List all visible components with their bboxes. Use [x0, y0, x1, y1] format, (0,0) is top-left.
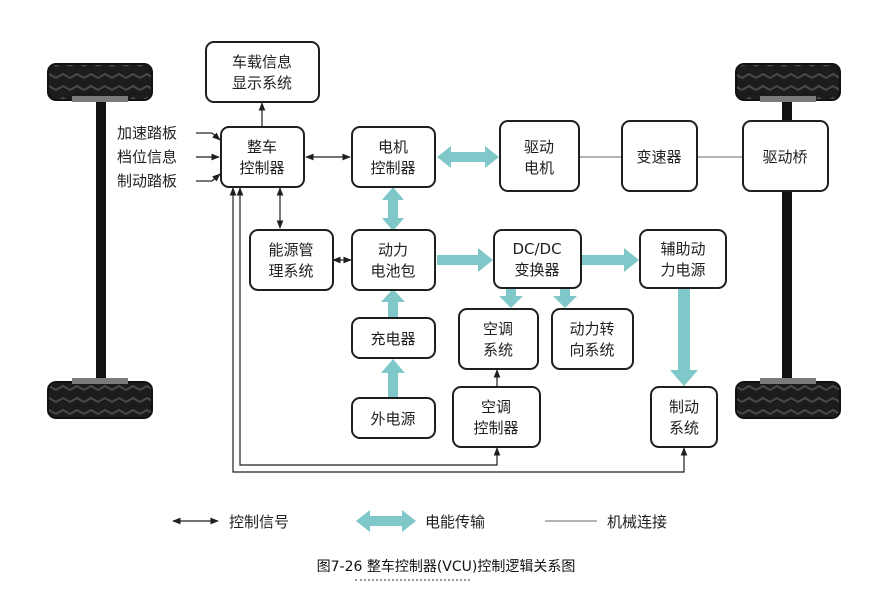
box-display-line2: 显示系统 [232, 74, 292, 92]
box-vcu-line1: 整车 [247, 138, 277, 156]
power-arrow-battery-dcdc [437, 248, 493, 272]
input-gear: 档位信息 [117, 148, 177, 166]
tire-bottom-right [735, 378, 841, 419]
input-accelerator: 加速踏板 [117, 124, 177, 142]
legend-power-symbol [356, 510, 416, 532]
tire-top-left [47, 63, 153, 102]
box-motor-ctrl-line2: 控制器 [370, 159, 415, 177]
box-dcdc-line1: DC/DC [512, 240, 561, 258]
box-ac-ctrl-line1: 空调 [481, 398, 511, 416]
caption-underline [355, 577, 470, 581]
box-display-line1: 车载信息 [232, 53, 292, 71]
box-transmission: 变速器 [621, 120, 698, 192]
box-ac-ctrl-line2: 控制器 [473, 419, 518, 437]
legend-mechanical-label: 机械连接 [607, 513, 667, 531]
box-steering: 动力转 向系统 [551, 308, 634, 370]
box-drive-axle: 驱动桥 [742, 120, 829, 192]
power-arrow-dcdc-ac [499, 289, 523, 308]
power-arrow-charger-battery [381, 289, 405, 317]
box-ext-power: 外电源 [351, 397, 436, 439]
box-steering-line2: 向系统 [569, 341, 614, 359]
power-arrow-ext-charger [381, 359, 405, 397]
power-arrow-motorctrl-battery [382, 187, 404, 231]
power-arrow-dcdc-aux [581, 248, 639, 272]
box-ac-system: 空调 系统 [458, 308, 539, 370]
box-battery-line1: 动力 [378, 241, 408, 259]
box-vcu: 整车 控制器 [220, 126, 305, 188]
box-brake-line1: 制动 [669, 398, 699, 416]
box-battery: 动力 电池包 [351, 229, 436, 291]
power-arrow-aux-brake [670, 289, 698, 386]
box-battery-line2: 电池包 [370, 262, 415, 280]
box-motor-ctrl: 电机 控制器 [351, 126, 436, 188]
box-transmission-label: 变速器 [636, 148, 681, 166]
box-charger: 充电器 [351, 317, 436, 359]
box-drive-motor: 驱动 电机 [499, 120, 580, 192]
box-motor-ctrl-line1: 电机 [378, 138, 408, 156]
box-bms-line2: 理系统 [268, 262, 313, 280]
control-signals [196, 102, 688, 473]
box-ext-power-label: 外电源 [370, 410, 415, 428]
box-dcdc: DC/DC 变换器 [493, 229, 582, 289]
right-axle [782, 96, 792, 386]
box-aux-power-line1: 辅助动 [660, 240, 705, 258]
box-brake-line2: 系统 [669, 419, 699, 437]
box-bms: 能源管 理系统 [249, 229, 334, 291]
box-drive-motor-line2: 电机 [524, 159, 554, 177]
legend-control-label: 控制信号 [229, 513, 289, 531]
left-axle [96, 96, 106, 386]
box-drive-axle-label: 驱动桥 [762, 148, 807, 166]
figure-caption: 图7-26 整车控制器(VCU)控制逻辑关系图 [0, 556, 892, 581]
figure-caption-text: 图7-26 整车控制器(VCU)控制逻辑关系图 [316, 559, 576, 575]
legend-power-label: 电能传输 [425, 513, 485, 531]
tire-top-right [735, 63, 841, 102]
box-charger-label: 充电器 [370, 330, 415, 348]
box-ac-system-line1: 空调 [483, 320, 513, 338]
box-drive-motor-line1: 驱动 [524, 138, 554, 156]
box-ac-ctrl: 空调 控制器 [452, 386, 541, 448]
power-arrow-dcdc-steering [553, 289, 577, 308]
box-ac-system-line2: 系统 [483, 341, 513, 359]
box-brake: 制动 系统 [650, 386, 718, 448]
box-display: 车载信息 显示系统 [205, 41, 320, 103]
input-brake-pedal: 制动踏板 [117, 172, 177, 190]
box-bms-line1: 能源管 [268, 241, 313, 259]
box-dcdc-line2: 变换器 [514, 261, 559, 279]
power-arrow-motorctrl-motor [437, 146, 499, 168]
box-aux-power: 辅助动 力电源 [639, 229, 727, 289]
box-aux-power-line2: 力电源 [660, 261, 705, 279]
tire-bottom-left [47, 378, 153, 419]
legend: 控制信号 电能传输 机械连接 [172, 510, 667, 532]
box-steering-line1: 动力转 [569, 320, 614, 338]
box-vcu-line2: 控制器 [239, 159, 284, 177]
